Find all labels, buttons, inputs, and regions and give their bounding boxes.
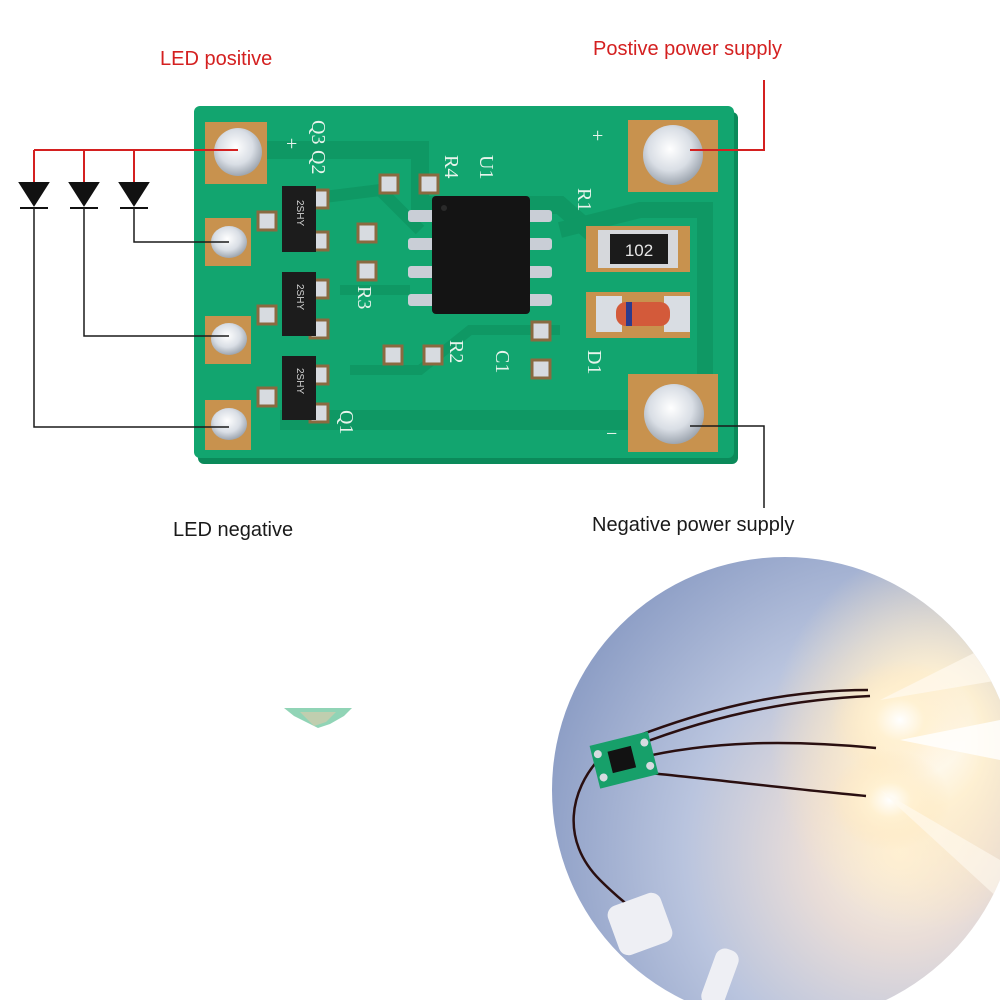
silk-q3: Q3 (307, 120, 329, 144)
resistor-code: 102 (625, 241, 653, 260)
led-negative-label: LED negative (173, 519, 294, 541)
led-diode-icon (118, 182, 150, 209)
smd-pads (356, 173, 552, 380)
led-pads (205, 122, 267, 450)
silk-q1: Q1 (335, 410, 357, 434)
led-positive-label: LED positive (160, 48, 273, 70)
silk-q2: Q2 (307, 150, 329, 174)
led-diode-icon (68, 182, 100, 209)
transistor-icon: 2SHY (256, 186, 330, 252)
positive-supply-leader (690, 80, 765, 151)
silk-r2: R2 (445, 340, 467, 363)
silk-c1: C1 (491, 350, 513, 373)
transistor-icon: 2SHY (256, 272, 330, 340)
zener-diode-icon (586, 292, 690, 338)
silkscreen: + Q3 Q2 R4 U1 R1 R3 R2 C1 D1 Q1 + − (286, 120, 617, 445)
product-photo (552, 557, 1000, 1000)
resistor-icon: 102 (586, 226, 690, 272)
transistor-mark-q1: 2SHY (294, 368, 305, 394)
transistor-mark-q3: 2SHY (294, 200, 305, 226)
negative-power-supply-label: Negative power supply (592, 514, 795, 536)
pcb-fragment (284, 708, 352, 728)
transistor-icon: 2SHY (256, 356, 330, 424)
silk-plus-left: + (286, 133, 297, 155)
negative-supply-leader (690, 425, 765, 508)
silk-plus-right: + (592, 125, 603, 147)
silk-d1: D1 (583, 350, 605, 374)
power-pads (628, 120, 718, 452)
silk-minus: − (606, 423, 617, 445)
led-negative-wires (33, 208, 229, 428)
ic-chip-icon (408, 196, 552, 314)
silk-r3: R3 (353, 286, 375, 309)
led-positive-wires (33, 149, 238, 182)
transistor-mark-q2: 2SHY (294, 284, 305, 310)
led-diode-icon (18, 182, 50, 209)
positive-power-supply-label: Postive power supply (593, 38, 782, 60)
silk-u1: U1 (475, 155, 497, 179)
silk-r4: R4 (440, 155, 462, 178)
silk-r1: R1 (573, 188, 595, 211)
